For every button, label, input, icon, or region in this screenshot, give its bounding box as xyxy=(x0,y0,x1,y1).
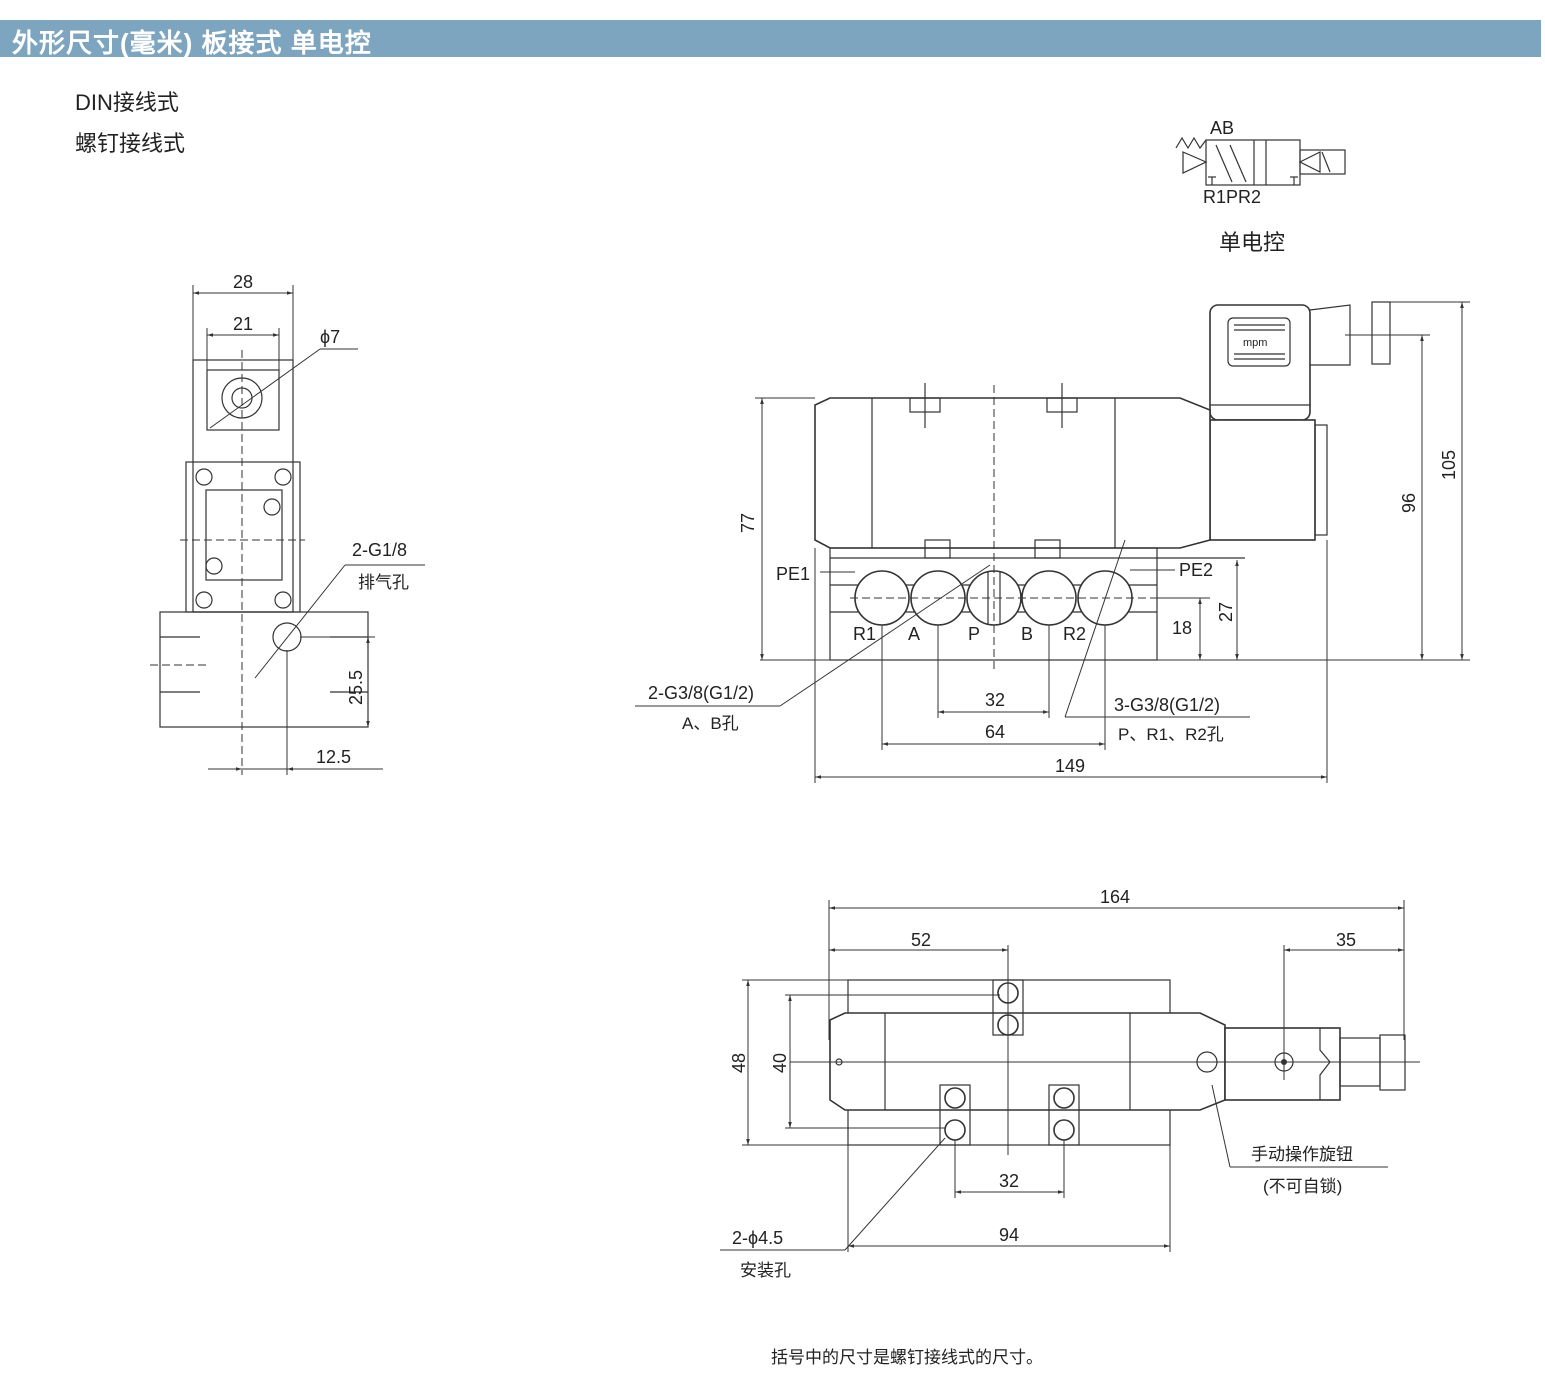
exhaust-spec: 2-G1/8 xyxy=(352,540,407,560)
dim-18: 18 xyxy=(1172,618,1192,638)
dim-64: 64 xyxy=(985,722,1005,742)
mount-hole-label: 安装孔 xyxy=(740,1261,791,1280)
dim-28: 28 xyxy=(233,272,253,292)
pr-port-spec: 3-G3/8(G1/2) xyxy=(1114,695,1220,715)
port-a: A xyxy=(908,624,920,644)
subtitle-din: DIN接线式 xyxy=(75,90,179,115)
symbol-port-ab: AB xyxy=(1210,118,1234,138)
dim-40: 40 xyxy=(770,1053,790,1073)
dim-149: 149 xyxy=(1055,756,1085,776)
subtitle-screw: 螺钉接线式 xyxy=(75,131,186,156)
dim-21: 21 xyxy=(233,314,253,334)
mount-hole-spec: 2-ϕ4.5 xyxy=(732,1228,783,1248)
dim-25-5: 25.5 xyxy=(346,670,366,705)
section-title: 外形尺寸(毫米) 板接式 单电控 xyxy=(12,28,372,58)
section-header: 外形尺寸(毫米) 板接式 单电控 xyxy=(0,20,1541,58)
dim-52: 52 xyxy=(911,930,931,950)
exhaust-label: 排气孔 xyxy=(358,573,409,592)
port-r1: R1 xyxy=(853,624,876,644)
manual-knob-note: (不可自锁) xyxy=(1263,1177,1342,1196)
dim-105: 105 xyxy=(1439,450,1459,480)
side-view: 28 21 ϕ7 2-G1/8 排气孔 25.5 12.5 xyxy=(150,272,425,775)
pr-port-label: P、R1、R2孔 xyxy=(1118,725,1224,744)
front-view: mpm R1 A P B R2 PE1 PE2 77 xyxy=(635,301,1470,783)
dim-hole-phi7: ϕ7 xyxy=(320,327,340,347)
port-b: B xyxy=(1021,624,1033,644)
dim-96: 96 xyxy=(1399,493,1419,513)
dim-12-5: 12.5 xyxy=(316,747,351,767)
top-view: 164 52 35 48 40 32 94 2-ϕ4.5 安装孔 手动操作旋钮 … xyxy=(720,887,1420,1280)
symbol-caption: 单电控 xyxy=(1219,230,1285,255)
dim-77: 77 xyxy=(738,513,758,533)
footnote: 括号中的尺寸是螺钉接线式的尺寸。 xyxy=(771,1348,1043,1367)
connector-brand: mpm xyxy=(1243,337,1267,349)
port-r2: R2 xyxy=(1063,624,1086,644)
dim-48: 48 xyxy=(729,1053,749,1073)
dim-32-front: 32 xyxy=(985,690,1005,710)
port-p: P xyxy=(968,624,980,644)
ab-port-spec: 2-G3/8(G1/2) xyxy=(648,683,754,703)
dim-27: 27 xyxy=(1216,602,1236,622)
dim-164: 164 xyxy=(1100,887,1130,907)
manual-knob-label: 手动操作旋钮 xyxy=(1251,1145,1353,1164)
pe2-label: PE2 xyxy=(1179,560,1213,580)
dim-94: 94 xyxy=(999,1225,1019,1245)
ab-port-label: A、B孔 xyxy=(682,714,739,733)
symbol-port-r1pr2: R1PR2 xyxy=(1203,187,1261,207)
pe1-label: PE1 xyxy=(776,564,810,584)
dim-32-top: 32 xyxy=(999,1171,1019,1191)
dim-35: 35 xyxy=(1336,930,1356,950)
valve-symbol: AB R1PR2 单电控 xyxy=(1175,118,1346,255)
